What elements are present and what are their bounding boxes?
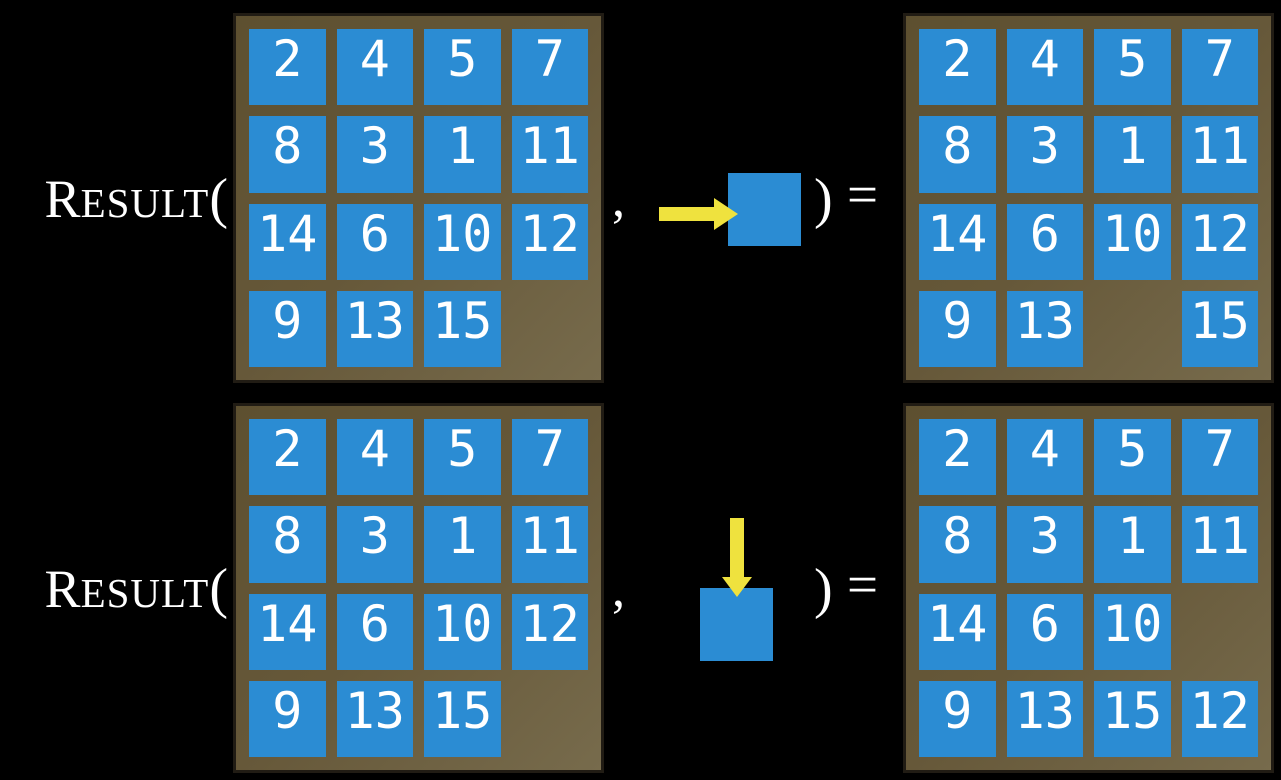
puzzle-tile: 3 [1006,506,1083,583]
puzzle-tile: 13 [336,680,413,757]
equals-sign: = [847,554,879,615]
arrow-shaft [730,518,744,581]
function-label: RESULT( [0,171,228,227]
function-name-rest: ESULT [80,570,210,616]
moving-tile [728,173,801,246]
puzzle-tile: 13 [1006,290,1083,367]
puzzle-tile: 15 [1094,680,1171,757]
function-name-rest: ESULT [80,180,210,226]
function-label: RESULT( [0,561,228,617]
puzzle-tile: 11 [1181,506,1258,583]
puzzle-tile: 15 [424,680,501,757]
blank-space [1182,594,1259,670]
puzzle-tile: 14 [249,593,326,670]
puzzle-tile: 7 [1181,419,1258,496]
puzzle-tile: 6 [336,593,413,670]
puzzle-tile: 11 [1181,116,1258,193]
puzzle-tile: 8 [249,506,326,583]
close-paren: ) [814,558,833,620]
puzzle-tile: 10 [1094,593,1171,670]
function-name-initial: R [44,559,81,619]
arrow-head [722,577,752,597]
puzzle-tile: 12 [511,593,588,670]
puzzle-tile: 2 [919,419,996,496]
puzzle-tile: 4 [1006,419,1083,496]
puzzle-tile: 7 [511,419,588,496]
puzzle-tile: 1 [1094,506,1171,583]
puzzle-tile: 12 [1181,203,1258,280]
puzzle-tile: 12 [511,203,588,280]
puzzle-tile: 7 [1181,29,1258,106]
close-paren: ) [814,168,833,230]
puzzle-tile: 6 [336,203,413,280]
puzzle-tile: 11 [511,116,588,193]
comma-separator: , [612,171,625,228]
puzzle-tile: 8 [249,116,326,193]
puzzle-tile: 4 [1006,29,1083,106]
puzzle-tile: 4 [336,29,413,106]
puzzle-tile: 10 [424,593,501,670]
puzzle-tile: 5 [424,419,501,496]
puzzle-tile: 15 [1181,290,1258,367]
function-name-initial: R [44,169,81,229]
puzzle-tile: 9 [249,290,326,367]
puzzle-tile: 5 [1094,419,1171,496]
arrow-head [714,198,738,230]
blank-space [1094,291,1171,367]
puzzle-tile: 14 [919,593,996,670]
arrow-down-icon [722,518,752,597]
puzzle-tile: 11 [511,506,588,583]
puzzle-tile: 13 [336,290,413,367]
open-paren: ( [209,558,228,620]
open-paren: ( [209,168,228,230]
comma-separator: , [612,561,625,618]
puzzle-tile: 1 [1094,116,1171,193]
equals-sign: = [847,164,879,225]
puzzle-tile: 7 [511,29,588,106]
puzzle-tile: 14 [249,203,326,280]
puzzle-tile: 12 [1181,680,1258,757]
puzzle-tile: 9 [919,290,996,367]
blank-space [512,681,589,757]
puzzle-tile: 3 [1006,116,1083,193]
puzzle-tile: 10 [424,203,501,280]
arrow-shaft [659,207,722,221]
blank-space [512,291,589,367]
puzzle-tile: 8 [919,506,996,583]
moving-tile [700,588,773,661]
puzzle-tile: 9 [919,680,996,757]
puzzle-tile: 8 [919,116,996,193]
puzzle-tile: 2 [249,419,326,496]
puzzle-tile: 1 [424,116,501,193]
puzzle-tile: 6 [1006,203,1083,280]
puzzle-tile: 4 [336,419,413,496]
puzzle-tile: 13 [1006,680,1083,757]
puzzle-tile: 9 [249,680,326,757]
puzzle-tile: 3 [336,506,413,583]
puzzle-tile: 15 [424,290,501,367]
puzzle-tile: 2 [249,29,326,106]
puzzle-tile: 3 [336,116,413,193]
puzzle-tile: 2 [919,29,996,106]
puzzle-tile: 5 [424,29,501,106]
puzzle-tile: 14 [919,203,996,280]
puzzle-tile: 1 [424,506,501,583]
puzzle-tile: 10 [1094,203,1171,280]
puzzle-tile: 6 [1006,593,1083,670]
puzzle-tile: 5 [1094,29,1171,106]
arrow-right-icon [659,198,738,230]
